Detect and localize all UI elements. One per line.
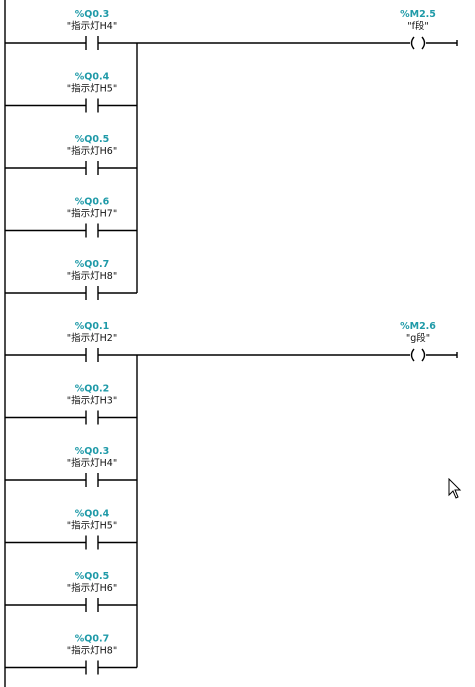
contact-%Q0.4[interactable]: %Q0.4"指示灯H5": [5, 72, 137, 113]
contact-%Q0.3[interactable]: %Q0.3"指示灯H4": [5, 9, 137, 50]
coil-tag: "f段": [407, 20, 429, 32]
coil-tag: "g段": [406, 332, 430, 344]
contact-%Q0.1[interactable]: %Q0.1"指示灯H2": [5, 321, 137, 362]
mouse-pointer-icon: [448, 478, 462, 499]
contact-%Q0.4[interactable]: %Q0.4"指示灯H5": [5, 509, 137, 550]
contact-address: %Q0.7: [75, 634, 109, 645]
contact-address: %Q0.7: [75, 259, 109, 270]
network-1: %Q0.3"指示灯H4"%Q0.4"指示灯H5"%Q0.5"指示灯H6"%Q0.…: [5, 9, 458, 300]
contact-tag: "指示灯H2": [67, 332, 117, 344]
contact-tag: "指示灯H6": [67, 582, 117, 594]
contact-address: %Q0.4: [75, 509, 110, 520]
coil-address: %M2.5: [400, 9, 436, 20]
contact-%Q0.2[interactable]: %Q0.2"指示灯H3": [5, 384, 137, 425]
contact-tag: "指示灯H5": [67, 83, 117, 95]
coil-arc-left: [410, 348, 415, 362]
contact-address: %Q0.5: [75, 134, 109, 145]
contact-tag: "指示灯H7": [67, 208, 117, 220]
contact-tag: "指示灯H4": [67, 457, 117, 469]
contact-tag: "指示灯H8": [67, 270, 117, 282]
contact-address: %Q0.2: [75, 384, 109, 395]
contact-tag: "指示灯H8": [67, 645, 117, 657]
contact-tag: "指示灯H3": [67, 395, 117, 407]
contact-address: %Q0.1: [75, 321, 109, 332]
contact-%Q0.7[interactable]: %Q0.7"指示灯H8": [5, 259, 137, 300]
contact-tag: "指示灯H4": [67, 20, 117, 32]
networks-layer: %Q0.3"指示灯H4"%Q0.4"指示灯H5"%Q0.5"指示灯H6"%Q0.…: [5, 9, 458, 675]
contact-address: %Q0.3: [75, 9, 109, 20]
coil-arc-left: [410, 36, 415, 50]
contact-address: %Q0.4: [75, 72, 110, 83]
coil-address: %M2.6: [400, 321, 436, 332]
contact-%Q0.6[interactable]: %Q0.6"指示灯H7": [5, 197, 137, 238]
coil-%M2.5[interactable]: %M2.5"f段": [137, 9, 458, 50]
contact-%Q0.3[interactable]: %Q0.3"指示灯H4": [5, 446, 137, 487]
contact-address: %Q0.5: [75, 571, 109, 582]
contact-address: %Q0.3: [75, 446, 109, 457]
coil-arc-right: [421, 36, 426, 50]
coil-arc-right: [421, 348, 426, 362]
contact-tag: "指示灯H6": [67, 145, 117, 157]
contact-%Q0.5[interactable]: %Q0.5"指示灯H6": [5, 571, 137, 612]
contact-tag: "指示灯H5": [67, 520, 117, 532]
contact-%Q0.5[interactable]: %Q0.5"指示灯H6": [5, 134, 137, 175]
contact-%Q0.7[interactable]: %Q0.7"指示灯H8": [5, 634, 137, 675]
coil-%M2.6[interactable]: %M2.6"g段": [137, 321, 458, 362]
network-2: %Q0.1"指示灯H2"%Q0.2"指示灯H3"%Q0.3"指示灯H4"%Q0.…: [5, 321, 458, 675]
contact-address: %Q0.6: [75, 197, 110, 208]
